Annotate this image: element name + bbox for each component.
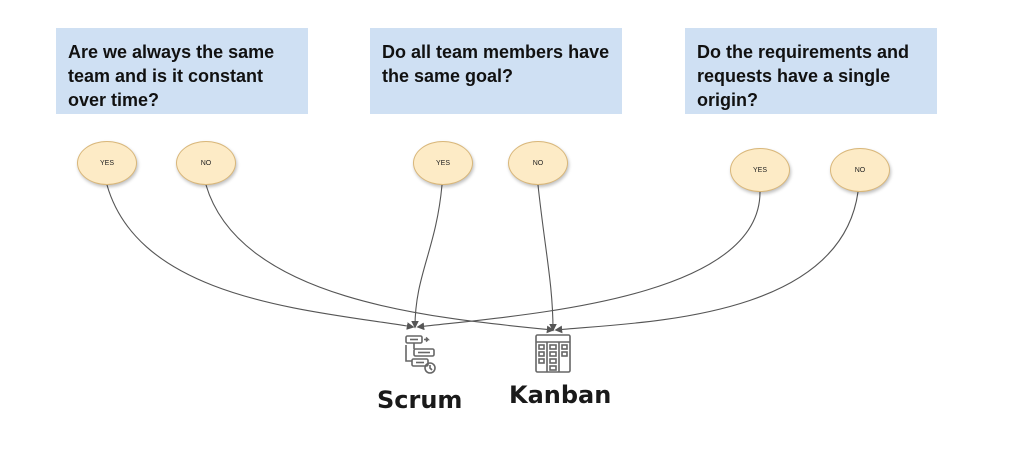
answer-label: NO: [532, 159, 544, 167]
answer-label: YES: [752, 166, 767, 174]
scrum-process-icon: [405, 335, 436, 374]
kanban-board-icon: [535, 334, 571, 373]
answer-no-q2: NO: [508, 141, 568, 185]
question-box-shared-goal: Do all team members have the same goal?: [370, 28, 622, 114]
answer-no-q1: NO: [176, 141, 236, 185]
question-text: Do all team members have the same goal?: [382, 42, 610, 86]
connector-q1-yes-to-scrum: [106, 184, 415, 330]
connector-q2-yes-to-scrum: [411, 184, 443, 329]
kanban-label: Kanban: [509, 381, 612, 409]
scrum-label: Scrum: [377, 386, 463, 414]
connector-q1-no-to-kanban: [205, 184, 555, 334]
connector-q3-no-to-kanban: [554, 191, 859, 334]
answer-label: NO: [200, 159, 212, 167]
answer-yes-q3: YES: [730, 148, 790, 192]
answer-no-q3: NO: [830, 148, 890, 192]
question-box-single-origin: Do the requirements and requests have a …: [685, 28, 937, 114]
answer-yes-q2: YES: [413, 141, 473, 185]
answer-label: YES: [99, 159, 114, 167]
question-box-team-stability: Are we always the same team and is it co…: [56, 28, 308, 114]
question-text: Are we always the same team and is it co…: [68, 42, 275, 110]
answer-label: YES: [435, 159, 450, 167]
connector-q3-yes-to-scrum: [416, 191, 761, 331]
answer-yes-q1: YES: [77, 141, 137, 185]
question-text: Do the requirements and requests have a …: [697, 42, 910, 110]
answer-label: NO: [854, 166, 866, 174]
connector-q2-no-to-kanban: [537, 184, 557, 332]
